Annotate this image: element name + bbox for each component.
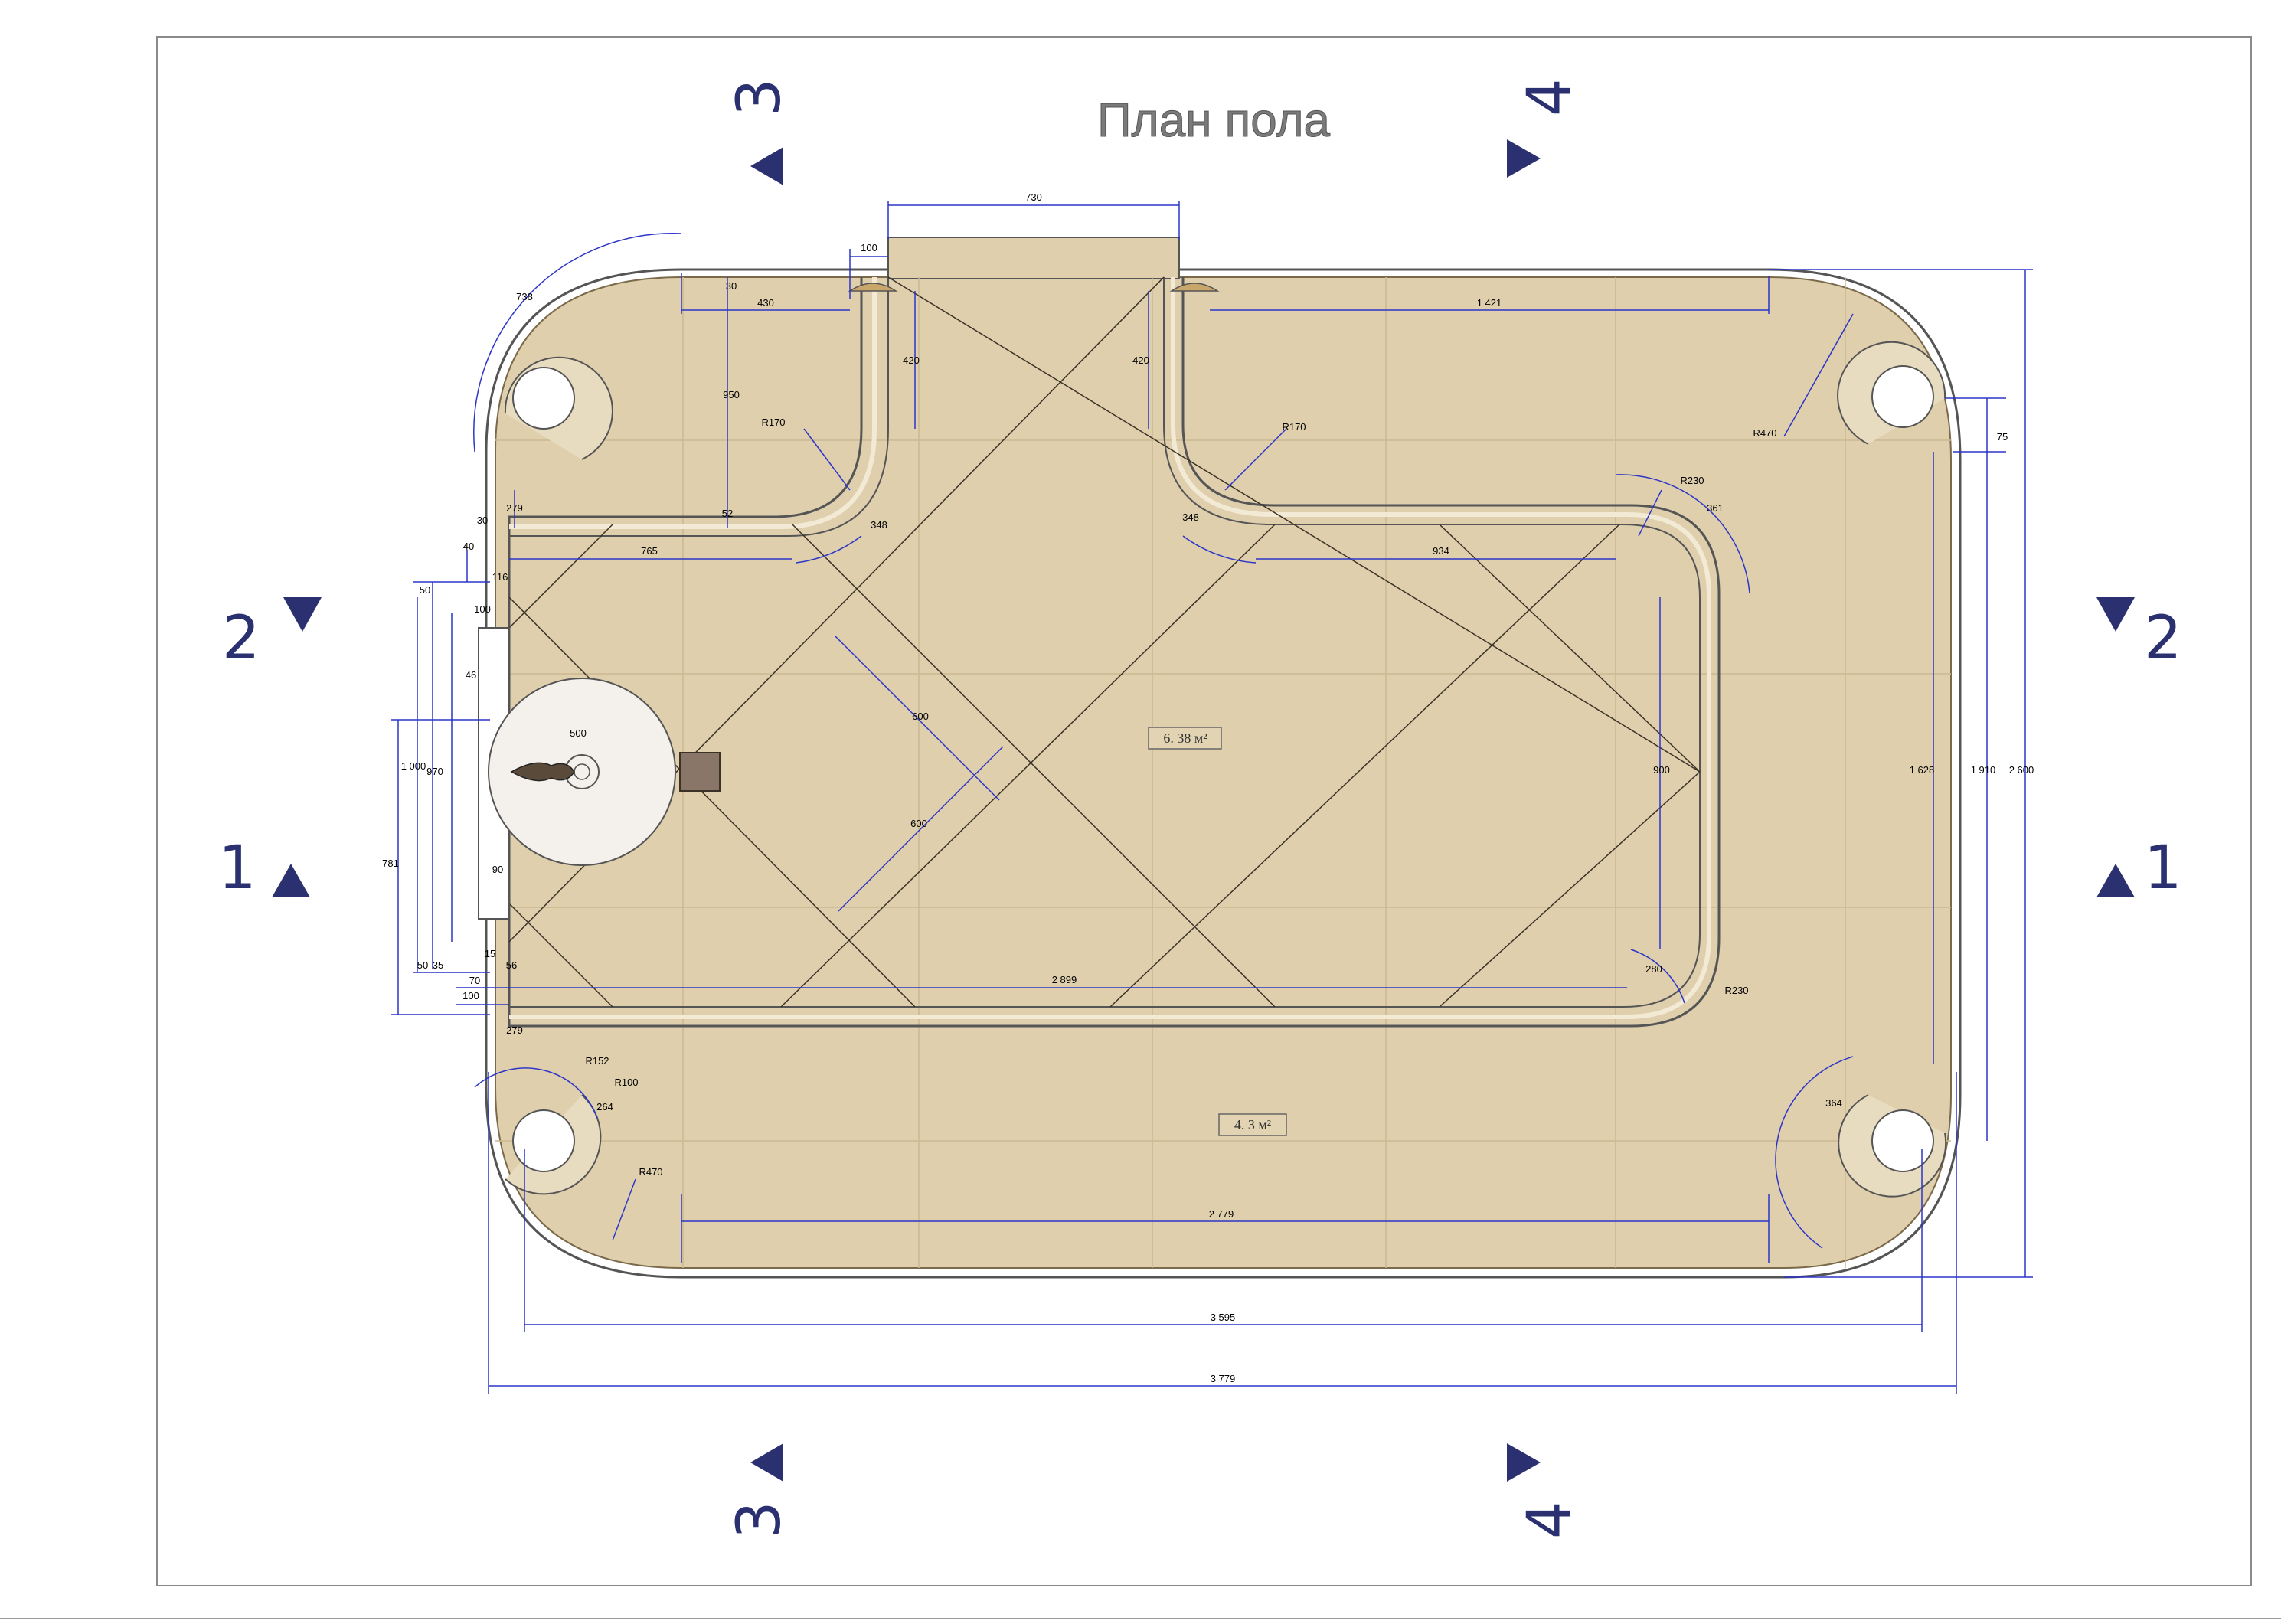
dim-r470-top: R470 [1753,427,1776,439]
dim-r170-left: R170 [761,417,785,428]
dim-30-left: 30 [477,515,488,526]
dim-430: 430 [757,297,774,309]
niche-cap-left [848,283,898,292]
dim-90: 90 [492,864,503,875]
dim-3779: 3 779 [1211,1373,1236,1384]
dim-765: 765 [641,545,658,557]
dim-600-b: 600 [910,818,927,829]
dim-1000: 1 000 [401,760,426,772]
dim-40: 40 [463,541,474,552]
dim-348-left: 348 [871,519,887,531]
section-4-bottom-arrow-icon [1507,1443,1541,1482]
dim-970: 970 [426,766,443,777]
dim-264: 264 [596,1101,613,1113]
dim-934: 934 [1433,545,1449,557]
basin-bowl [488,678,676,866]
dim-r230-bottom: R230 [1724,985,1748,996]
dim-1628: 1 628 [1910,764,1935,776]
section-1-right-number: 1 [2144,834,2182,903]
section-3-top-number: 3 [725,78,794,116]
dim-46: 46 [466,669,476,681]
dim-279-bottom: 279 [506,1024,523,1036]
dim-738: 738 [516,291,533,302]
dim-r152: R152 [585,1055,609,1067]
dim-r470-bottom: R470 [639,1166,662,1178]
dim-280: 280 [1645,963,1662,975]
dim-niche-step: 100 [861,242,877,253]
tray-curb [509,277,1711,1019]
section-2-left-arrow-icon [283,597,322,632]
dim-348-right: 348 [1182,511,1199,523]
area-label-outer: 4. 3 м² [1218,1113,1287,1136]
svg-text:6. 38 м²: 6. 38 м² [1163,730,1207,746]
dim-52: 52 [722,508,733,519]
floor-plan [478,237,1962,1279]
dim-420-right: 420 [1132,355,1149,366]
dim-2899: 2 899 [1052,974,1077,985]
plan-title: План пола [1097,94,1331,147]
section-3-top-arrow-icon [750,147,783,185]
dim-900: 900 [1653,764,1670,776]
dim-1421: 1 421 [1477,297,1502,309]
dim-2779: 2 779 [1209,1208,1234,1220]
corner-column-top-left [504,356,613,460]
dim-950: 950 [723,389,740,400]
dim-781: 781 [382,858,399,869]
section-4-top-number: 4 [1515,78,1584,116]
wall-niche [887,237,1180,279]
faucet-icon [510,762,575,782]
section-markers: 2 1 2 1 3 4 3 4 [218,78,2182,1539]
slope-lines [508,276,1701,1008]
dim-r100: R100 [614,1077,638,1088]
dim-100-bottom: 100 [462,990,479,1002]
dim-35: 35 [433,959,443,971]
niche-cap-right [1169,283,1220,292]
dim-70: 70 [469,975,480,986]
dim-30-top: 30 [726,280,737,292]
dim-50-top: 50 [420,584,430,596]
dim-1910: 1 910 [1971,764,1996,776]
section-1-left-number: 1 [218,834,257,903]
section-2-right-number: 2 [2144,604,2182,673]
dim-15: 15 [485,948,495,959]
dimension-lines [391,201,2033,1394]
dim-420-left: 420 [903,355,920,366]
corner-column-top-right [1837,341,1946,445]
section-1-left-arrow-icon [272,864,310,897]
dim-3595: 3 595 [1211,1312,1236,1323]
dim-116: 116 [492,571,508,583]
section-4-top-arrow-icon [1507,139,1541,178]
section-1-right-arrow-icon [2096,864,2135,897]
tray-outer-border [508,277,1721,1028]
dim-r170-right: R170 [1282,421,1306,433]
floor-drain [679,752,721,792]
section-4-bottom-number: 4 [1515,1501,1584,1539]
tray-inner-border [508,277,1701,1008]
dim-50-bottom: 50 [417,959,428,971]
dim-75: 75 [1997,431,2008,443]
section-3-bottom-arrow-icon [750,1443,783,1482]
dim-2600: 2 600 [2009,764,2034,776]
dim-500: 500 [570,727,587,739]
dim-364: 364 [1825,1097,1842,1109]
dim-361: 361 [1707,502,1724,514]
area-label-inner: 6. 38 м² [1148,727,1222,750]
dim-56: 56 [506,959,517,971]
dim-279-top: 279 [506,502,523,514]
section-2-right-arrow-icon [2096,597,2135,632]
dimension-labels: 730 100 30 430 1 421 950 420 420 R170 R1… [382,191,2034,1384]
corner-column-bottom-right [1838,1094,1947,1198]
svg-text:4. 3 м²: 4. 3 м² [1234,1117,1271,1132]
dim-600-a: 600 [912,711,929,722]
section-3-bottom-number: 3 [725,1501,794,1539]
dim-niche-width: 730 [1025,191,1042,203]
dim-r230-top: R230 [1680,475,1704,486]
section-2-left-number: 2 [222,604,260,673]
dim-100-left: 100 [474,603,491,615]
